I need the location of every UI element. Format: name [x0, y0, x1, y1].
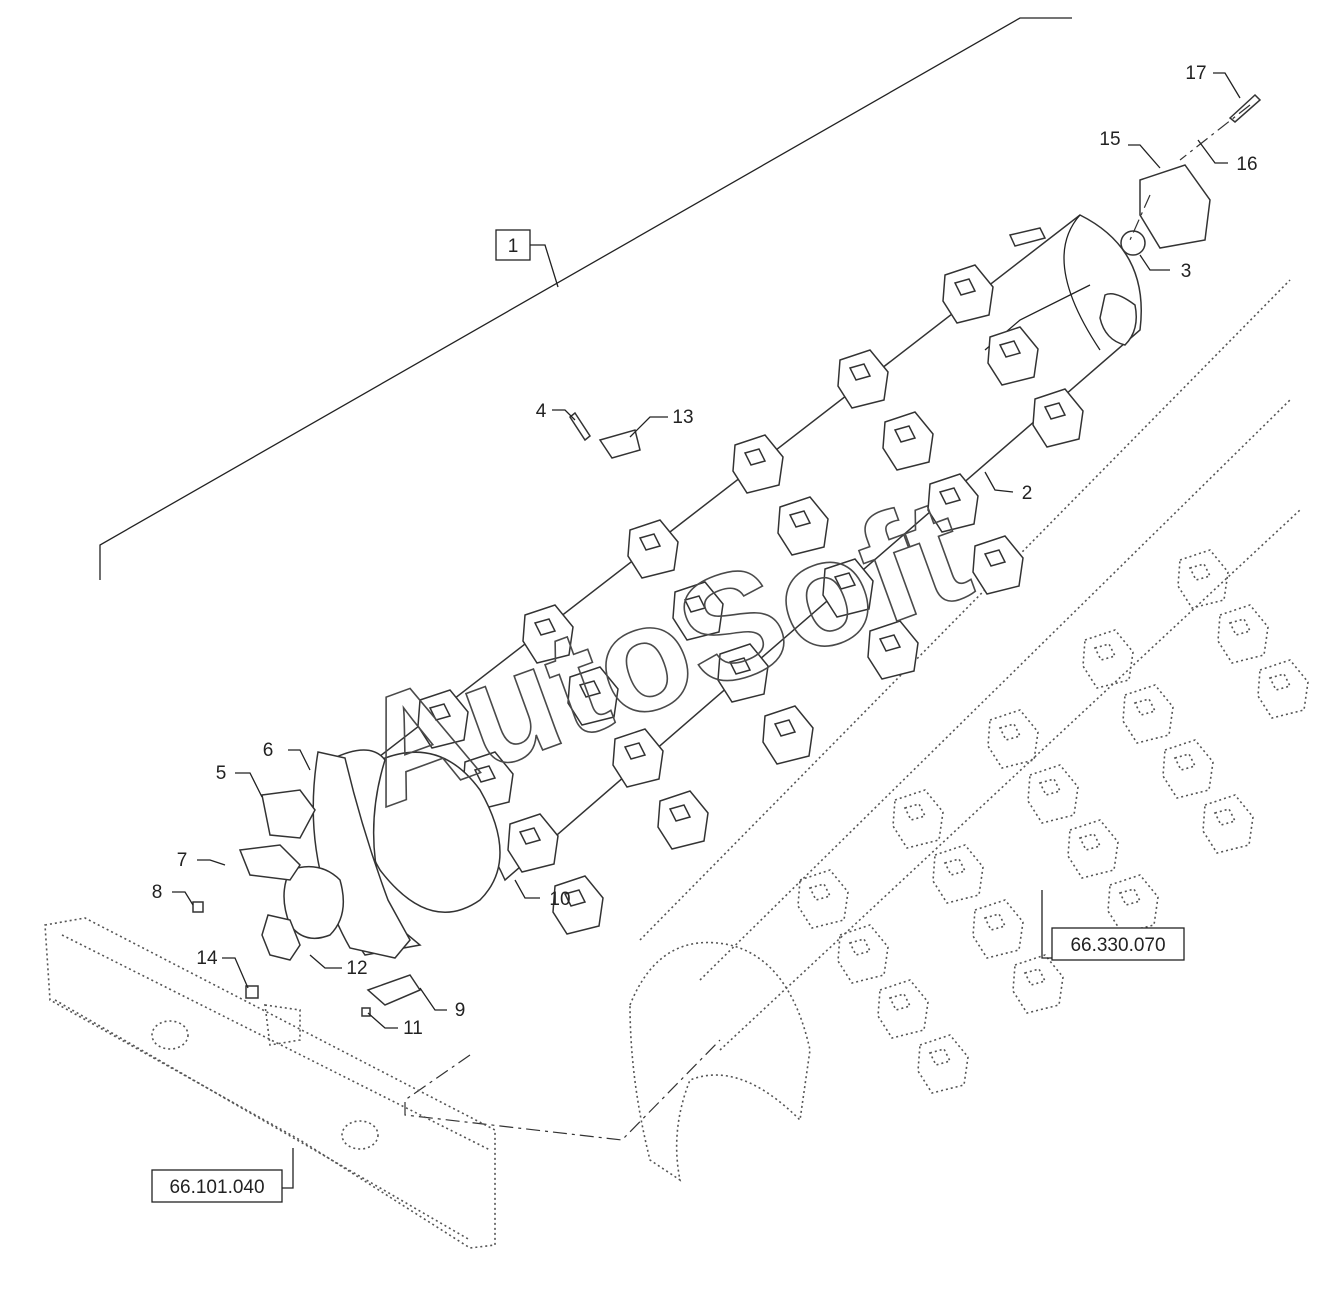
paddle-cup [1177, 549, 1229, 609]
paddle-cup [657, 790, 709, 850]
washer-3 [1120, 230, 1146, 256]
callout-16: 16 [1236, 154, 1257, 175]
callout-3: 3 [1181, 261, 1192, 282]
bracket-13 [598, 429, 641, 459]
callout-9: 9 [455, 1000, 466, 1021]
watermark: AutoSoft [336, 464, 988, 838]
paddle-cup [417, 689, 469, 749]
paddle-cup [877, 979, 929, 1039]
callout-7: 7 [177, 850, 188, 871]
reference-66-101-040[interactable]: 66.101.040 [151, 1148, 294, 1203]
paddle-cup [1162, 739, 1214, 799]
paddle-cup [1202, 794, 1254, 854]
paddle-cup [522, 604, 574, 664]
auger-flight [261, 749, 501, 961]
paddle-cup [867, 620, 919, 680]
callout-12: 12 [346, 958, 367, 979]
loose-parts [192, 93, 1262, 1017]
paddle-cup [1107, 874, 1159, 934]
callout-leaders [172, 72, 1241, 1029]
paddle-cup [1122, 684, 1174, 744]
assembly-label-box[interactable]: 1 [495, 229, 531, 261]
callout-8: 8 [152, 882, 163, 903]
paddle-cup [1032, 388, 1084, 448]
callout-15: 15 [1099, 129, 1120, 150]
paddle-cup [1257, 659, 1309, 719]
callout-10: 10 [549, 889, 570, 910]
callout-13: 13 [672, 407, 693, 428]
paddle-cup [892, 789, 944, 849]
nut-8 [192, 901, 204, 913]
assembly-label: 1 [508, 236, 519, 257]
paddle-cup [927, 473, 979, 533]
callout-2: 2 [1022, 483, 1033, 504]
paddle-cup [1082, 629, 1134, 689]
paddle-cup [1027, 764, 1079, 824]
bolt-4 [568, 411, 592, 442]
paddle-cup [972, 535, 1024, 595]
paddle-cup [672, 581, 724, 641]
paddle-cup [1217, 604, 1269, 664]
reference-label: 66.330.070 [1070, 935, 1165, 956]
pin-11 [361, 1007, 371, 1017]
paddle-cup [612, 728, 664, 788]
paddle-cup [987, 326, 1039, 386]
paddle-cup [972, 899, 1024, 959]
callout-labels: 2 3 4 5 6 7 8 9 10 11 12 13 14 15 16 17 [152, 63, 1258, 1039]
assembly-bracket [99, 17, 1072, 580]
callout-6: 6 [263, 740, 274, 761]
paddle-cup [942, 264, 994, 324]
paddle-cup [1067, 819, 1119, 879]
paddle-cup [627, 519, 679, 579]
paddle-cup [762, 705, 814, 765]
plate-5 [261, 789, 316, 839]
hub-15 [1139, 164, 1211, 249]
reference-label: 66.101.040 [169, 1177, 264, 1198]
paddle-cup [822, 558, 874, 618]
callout-5: 5 [216, 763, 227, 784]
reference-66-330-070[interactable]: 66.330.070 [1041, 890, 1185, 961]
callout-11: 11 [403, 1018, 423, 1039]
paddle-cup [882, 411, 934, 471]
callout-4: 4 [536, 401, 547, 422]
paddle-cup [987, 709, 1039, 769]
paddle-cup [732, 434, 784, 494]
callout-14: 14 [196, 948, 218, 969]
paddle-cup [777, 496, 829, 556]
paddle-cup [932, 844, 984, 904]
paddle-cup [837, 924, 889, 984]
paddle-cup [797, 869, 849, 929]
shield-9 [366, 974, 422, 1006]
callout-17: 17 [1185, 63, 1206, 84]
ghost-rotor [629, 279, 1309, 1182]
rotor-drum [373, 214, 1142, 935]
paddle-cup [507, 813, 559, 873]
paddle-cup [552, 875, 604, 935]
assembly-path-line [404, 1039, 721, 1141]
paddle-cup [837, 349, 889, 409]
paddle-cup [1012, 954, 1064, 1014]
paddle-cup [917, 1034, 969, 1094]
paddle-cup [717, 643, 769, 703]
bolt-14 [245, 985, 259, 999]
plate-7 [238, 844, 301, 881]
lower-frame [44, 917, 496, 1249]
paddle-cup [567, 666, 619, 726]
